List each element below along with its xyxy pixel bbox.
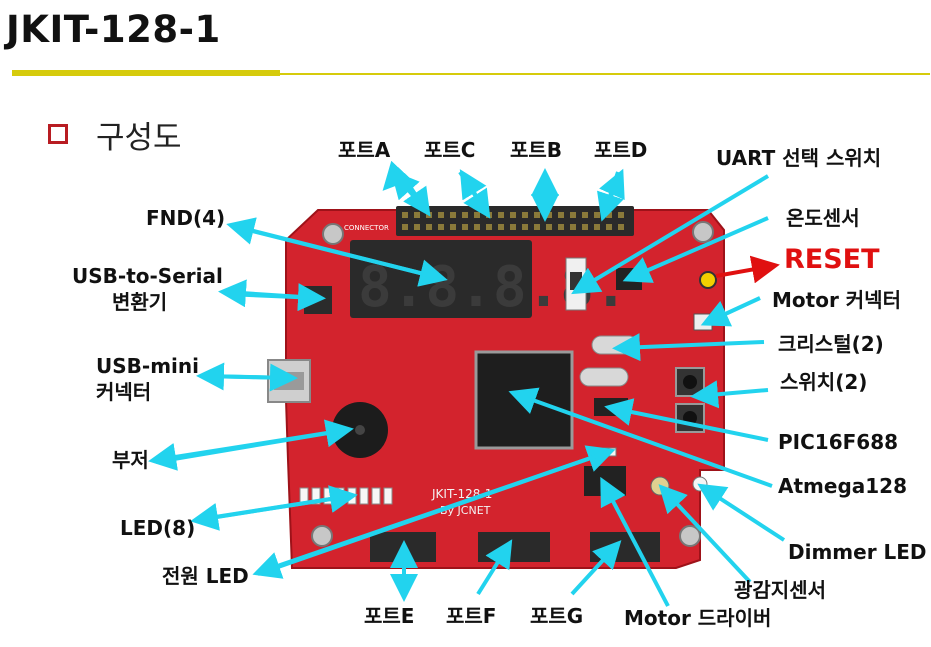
arrow-port-c-label xyxy=(459,169,488,214)
title-underline-thick xyxy=(12,70,280,76)
label-reset: RESET xyxy=(784,244,880,275)
arrow-port-d-label xyxy=(599,168,625,213)
label-led: LED(8) xyxy=(120,516,196,540)
mount-hole-bottom-left xyxy=(311,525,333,547)
label-uart-switch: UART 선택 스위치 xyxy=(716,146,882,170)
label-motor-driver: Motor 드라이버 xyxy=(624,606,772,630)
arrow-crystal xyxy=(612,333,765,362)
label-fnd: FND(4) xyxy=(146,206,226,230)
arrow-fnd-label xyxy=(226,217,441,280)
label-light-sensor: 광감지센서 xyxy=(734,578,826,602)
bullet-square-icon xyxy=(48,124,68,144)
atmega128-chip xyxy=(474,350,574,450)
arrow-buzzer-label xyxy=(148,428,347,471)
arrow-port-g xyxy=(570,540,622,596)
arrow-pic xyxy=(604,398,769,442)
arrow-motor-driver xyxy=(600,476,670,607)
arrow-port-a-label xyxy=(390,170,428,212)
arrow-reset xyxy=(715,255,780,284)
label-port-c: 포트C xyxy=(424,138,476,162)
temp-sensor-chip xyxy=(616,268,642,290)
mount-hole-bottom-right xyxy=(679,525,701,547)
header-silk-text: CONNECTOR xyxy=(344,224,389,232)
label-pic: PIC16F688 xyxy=(778,430,899,454)
arrow-motor-connector xyxy=(700,296,761,327)
arrow-uart xyxy=(571,174,770,295)
arrow-temp xyxy=(622,216,769,283)
label-port-b: 포트B xyxy=(510,138,563,162)
label-buzzer: 부저 xyxy=(112,448,149,472)
arrow-switch xyxy=(690,380,769,409)
crystal-1 xyxy=(591,335,639,355)
page-title: JKIT-128-1 xyxy=(6,8,221,51)
label-usb-mini-line2: 커넥터 xyxy=(96,380,152,404)
port-f-header xyxy=(478,532,550,562)
arrow-usb-mini-label xyxy=(196,362,291,391)
motor-driver-chip xyxy=(584,466,626,496)
arrow-dimmer xyxy=(697,483,786,542)
arrow-light-sensor xyxy=(658,484,752,584)
label-port-a: 포트A xyxy=(338,138,391,162)
label-motor-connector: Motor 커넥터 xyxy=(772,288,901,312)
label-port-e: 포트E xyxy=(364,604,415,628)
label-power-led: 전원 LED xyxy=(162,564,249,588)
port-g-header xyxy=(590,532,660,562)
label-usb-serial-line1: USB-to-Serial xyxy=(72,264,223,288)
label-port-f: 포트F xyxy=(446,604,497,628)
label-usb-mini-line1: USB-mini xyxy=(96,354,199,378)
arrow-atmega xyxy=(508,387,773,488)
label-port-d: 포트D xyxy=(594,138,648,162)
mount-hole-top-left xyxy=(322,223,344,245)
label-atmega: Atmega128 xyxy=(778,474,908,498)
reset-button xyxy=(699,271,717,289)
arrow-power-led-label xyxy=(252,450,609,579)
top-pin-header xyxy=(396,206,634,236)
title-underline-thin xyxy=(280,73,930,75)
usb-serial-chip xyxy=(304,286,332,314)
pic16f688-chip xyxy=(594,398,628,416)
arrow-port-f xyxy=(476,539,513,596)
label-crystal: 크리스털(2) xyxy=(778,332,884,356)
label-temp-sensor: 온도센서 xyxy=(786,206,860,230)
arrow-usb-serial-label xyxy=(218,279,319,308)
label-usb-serial-line2: 변환기 xyxy=(112,290,168,314)
fnd-digits: 8.8.8.8. xyxy=(358,255,628,320)
label-switch: 스위치(2) xyxy=(780,370,868,394)
mount-hole-top-right xyxy=(692,221,714,243)
label-port-g: 포트G xyxy=(530,604,584,628)
label-dimmer-led: Dimmer LED xyxy=(788,540,927,564)
crystal-2 xyxy=(579,367,629,387)
section-subtitle: 구성도 xyxy=(96,120,182,156)
arrow-led-label xyxy=(190,494,351,531)
